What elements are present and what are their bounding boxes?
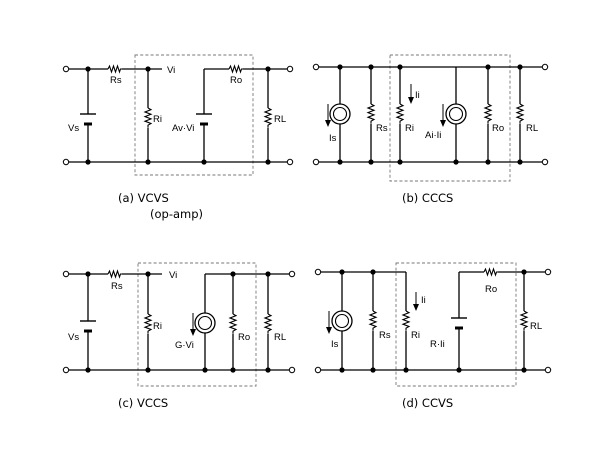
label-rl-b: RL	[526, 123, 538, 134]
amplifier-box-d	[395, 262, 517, 387]
amplifier-box-c	[137, 262, 257, 387]
label-ri-d: Ri	[411, 330, 420, 341]
label-ii-d: Ii	[421, 295, 426, 306]
rs-resistor-b	[366, 103, 376, 124]
caption-b: (b) CCCS	[402, 191, 453, 205]
amplifier-box-b	[389, 54, 511, 182]
label-vi-c: Vi	[169, 270, 177, 281]
g-vi-current-source	[194, 312, 216, 334]
rs-resistor-d	[368, 310, 378, 331]
output-terminal-bottom-a	[286, 158, 294, 166]
output-terminal-top-b	[541, 63, 549, 71]
ai-ii-current-source	[445, 103, 467, 125]
label-ii-b: Ii	[415, 90, 420, 101]
output-terminal-top-c	[288, 270, 296, 278]
ri-resistor-d	[401, 310, 411, 331]
amplifier-box-a	[134, 54, 254, 176]
ri-resistor-b	[395, 103, 405, 124]
rs-resistor-c	[107, 269, 122, 279]
input-terminal-bottom-c	[62, 366, 70, 374]
label-rl-c: RL	[274, 332, 286, 343]
label-ro-a: Ro	[230, 75, 242, 86]
label-rs-b: Rs	[376, 123, 388, 134]
output-terminal-bottom-c	[288, 366, 296, 374]
input-terminal-bottom-d	[314, 366, 322, 374]
output-terminal-top-a	[286, 65, 294, 73]
caption-sub-a: (op-amp)	[150, 207, 203, 221]
caption-a: (a) VCVS	[118, 191, 169, 205]
label-ro-b: Ro	[492, 123, 504, 134]
circuit-c-vccs: Vs Rs Vi Ri G·Vi Ro RL (c) VCCS	[62, 262, 296, 410]
is-current-source	[329, 103, 351, 125]
caption-d: (d) CCVS	[402, 396, 453, 410]
label-source-d: R·Ii	[430, 339, 445, 350]
label-is-b: Is	[329, 133, 337, 144]
label-vi-a: Vi	[167, 65, 175, 76]
label-rs-a: Rs	[110, 75, 122, 86]
is-current-source-d	[331, 310, 353, 332]
rl-resistor-d	[519, 310, 529, 331]
label-ro-c: Ro	[238, 332, 250, 343]
input-terminal-bottom-b	[312, 158, 320, 166]
label-source-a: Av·Vi	[172, 123, 194, 134]
input-terminal-top-a	[62, 65, 70, 73]
label-rl-d: RL	[530, 321, 542, 332]
label-source-b: Ai·Ii	[425, 130, 441, 141]
label-vs-c: Vs	[68, 332, 79, 343]
circuit-b-cccs: Is Rs Ii Ri Ai·Ii Ro RL (b) CCCS	[312, 54, 549, 205]
label-rl-a: RL	[274, 114, 286, 125]
output-terminal-top-d	[544, 268, 552, 276]
ro-resistor-a	[228, 64, 243, 74]
input-terminal-top-c	[62, 270, 70, 278]
input-terminal-bottom-a	[62, 158, 70, 166]
label-rs-c: Rs	[111, 281, 123, 292]
ro-resistor-c	[228, 313, 238, 334]
label-is-d: Is	[331, 339, 339, 350]
ri-resistor-a	[143, 107, 153, 128]
ro-resistor-d	[483, 267, 498, 277]
circuit-d-ccvs: Is Rs Ii Ri R·Ii Ro RL (d) CCVS	[314, 262, 552, 410]
label-vs-a: Vs	[68, 123, 79, 134]
rl-resistor-a	[263, 107, 273, 128]
label-source-c: G·Vi	[175, 340, 194, 351]
label-ri-c: Ri	[153, 321, 162, 332]
input-terminal-top-b	[312, 63, 320, 71]
ro-resistor-b	[483, 103, 493, 124]
caption-c: (c) VCCS	[118, 396, 168, 410]
output-terminal-bottom-b	[541, 158, 549, 166]
circuit-a-vcvs: Vs Rs Vi Ri Av·Vi Ro RL (a) VCVS (op-amp…	[62, 54, 294, 221]
input-terminal-top-d	[314, 268, 322, 276]
rs-resistor-a	[107, 64, 122, 74]
label-rs-d: Rs	[379, 330, 391, 341]
label-ri-a: Ri	[153, 114, 162, 125]
label-ri-b: Ri	[405, 123, 414, 134]
rl-resistor-c	[263, 313, 273, 334]
label-ro-d: Ro	[485, 284, 497, 295]
rl-resistor-b	[515, 103, 525, 124]
output-terminal-bottom-d	[544, 366, 552, 374]
ri-resistor-c	[143, 313, 153, 334]
